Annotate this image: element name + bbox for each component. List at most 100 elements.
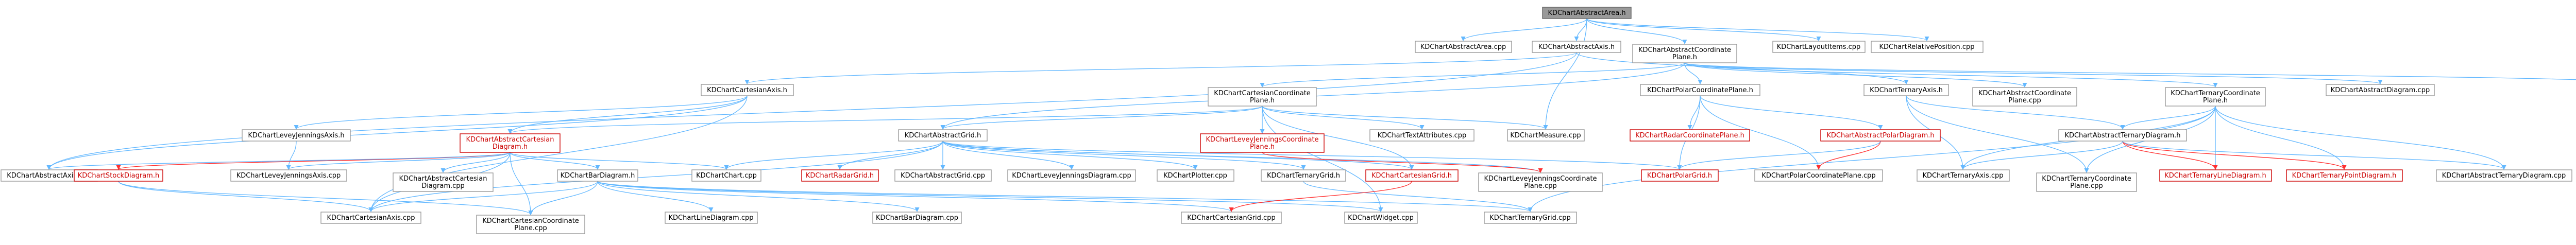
graph-edge-abscartdiagh-to-absaxiscpp [46, 152, 511, 170]
node-box [1007, 169, 1136, 182]
node-box [1344, 212, 1418, 224]
graph-node-leveydiagcpp[interactable]: KDChartLeveyJenningsDiagram.cpp [1007, 169, 1136, 182]
graph-node-relpos[interactable]: KDChartRelativePosition.cpp [1871, 41, 1984, 53]
graph-node-radarplane[interactable]: KDChartRadarCoordinatePlane.h [1630, 129, 1750, 142]
graph-edge-abspolarh-to-polargrid [1677, 141, 1881, 170]
graph-edge-root-to-layout [1586, 18, 1821, 41]
graph-edge-abscartdiagh-to-barh [510, 152, 600, 170]
node-label: KDChartPolarCoordinatePlane.cpp [1761, 172, 1875, 180]
graph-node-leveyaxiscpp[interactable]: KDChartLeveyJenningsAxis.cpp [230, 169, 347, 182]
graph-node-cartgridcpp[interactable]: KDChartCartesianGrid.cpp [1181, 212, 1282, 224]
node-label: KDChartPolarGrid.h [1647, 172, 1712, 180]
graph-edge-cartgridh-to-cartgridcpp [1229, 181, 1412, 212]
node-box [2436, 169, 2572, 182]
graph-edge-ternplaneh-to-absternh [2120, 106, 2216, 130]
graph-node-absgridcpp[interactable]: KDChartAbstractGrid.cpp [894, 169, 992, 182]
node-label: Plane.cpp [514, 224, 547, 232]
graph-node-absgridh[interactable]: KDChartAbstractGrid.h [898, 129, 988, 142]
graph-edge-barh-to-widget [597, 181, 1383, 212]
graph-node-linediagcpp[interactable]: KDChartLineDiagram.cpp [665, 212, 758, 224]
node-label: KDChartRelativePosition.cpp [1879, 43, 1974, 51]
graph-node-measure[interactable]: KDChartMeasure.cpp [1507, 129, 1585, 142]
graph-node-ternaxiscpp[interactable]: KDChartTernaryAxis.cpp [1917, 169, 2010, 182]
graph-node-layout[interactable]: KDChartLayoutItems.cpp [1772, 41, 1866, 53]
node-label: KDChartLayoutItems.cpp [1777, 43, 1861, 51]
node-label: KDChartCartesianGrid.h [1371, 172, 1452, 180]
node-box [1754, 169, 1883, 182]
graph-node-terngridcpp[interactable]: KDChartTernaryGrid.cpp [1484, 212, 1577, 224]
graph-node-absdiagcpp[interactable]: KDChartAbstractDiagram.cpp [2326, 84, 2435, 96]
node-label: KDChartLeveyJenningsDiagram.cpp [1012, 172, 1131, 180]
graph-node-cartaxish[interactable]: KDChartCartesianAxis.h [701, 84, 794, 96]
graph-edge-coordh-to-ternplaneh [1684, 62, 2218, 87]
node-label: KDChartCartesianCoordinate [1214, 90, 1311, 97]
graph-node-root[interactable]: KDChartAbstractArea.h [1542, 7, 1632, 19]
node-box [1478, 172, 1603, 192]
node-label: KDChartWidget.cpp [1348, 214, 1414, 222]
graph-node-cartgridh[interactable]: KDChartCartesianGrid.h [1365, 169, 1459, 182]
graph-edge-absgridh-to-radargrid [837, 141, 943, 170]
graph-node-abspolarh[interactable]: KDChartAbstractPolarDiagram.h [1820, 129, 1941, 142]
node-box [1208, 87, 1317, 107]
graph-node-terngridh[interactable]: KDChartTernaryGrid.h [1261, 169, 1346, 182]
graph-edge-polarcoordh-to-polarplanecpp [1700, 95, 1821, 170]
graph-node-areacpp[interactable]: KDChartAbstractArea.cpp [1415, 41, 1512, 53]
node-label: KDChartTernaryGrid.h [1267, 172, 1340, 180]
graph-node-radargrid[interactable]: KDChartRadarGrid.h [801, 169, 879, 182]
graph-node-plotter[interactable]: KDChartPlotter.cpp [1157, 169, 1234, 182]
graph-node-polarplanecpp[interactable]: KDChartPolarCoordinatePlane.cpp [1754, 169, 1883, 182]
graph-edge-cartcoordh-to-measure [1262, 106, 1548, 130]
node-box [1200, 133, 1325, 153]
graph-edge-root-to-relpos [1586, 18, 1929, 41]
graph-edge-cartcoordh-to-absgridh [940, 106, 1263, 130]
graph-node-cartaxiscpp[interactable]: KDChartCartesianAxis.cpp [320, 212, 421, 224]
graph-edge-coordh-to-paintctx [1684, 62, 2576, 80]
graph-node-stockh[interactable]: KDChartStockDiagram.h [74, 169, 163, 182]
graph-node-ternaxish[interactable]: KDChartTernaryAxis.h [1863, 84, 1949, 96]
graph-node-axish[interactable]: KDChartAbstractAxis.h [1532, 41, 1621, 53]
node-layer: KDChartAbstractArea.hKDChartAbstractArea… [1, 7, 2572, 234]
graph-node-absaxiscpp[interactable]: KDChartAbstractAxis.cpp [1, 169, 98, 182]
graph-node-widget[interactable]: KDChartWidget.cpp [1344, 212, 1418, 224]
node-label: Plane.cpp [2070, 182, 2103, 190]
graph-node-textattr[interactable]: KDChartTextAttributes.cpp [1369, 129, 1475, 142]
graph-edge-cartaxish-to-leveyaxish [294, 95, 748, 130]
node-label: KDChartTernaryCoordinate [2171, 90, 2260, 97]
node-label: KDChartAbstractCartesian [399, 175, 487, 183]
graph-edge-abspolarh-to-polarplanecpp [1816, 141, 1881, 170]
graph-node-ternpoint[interactable]: KDChartTernaryPointDiagram.h [2286, 169, 2403, 182]
graph-edge-polarcoordh-to-abspolarh [1700, 95, 1883, 130]
node-label: KDChartTernaryLineDiagram.h [2164, 172, 2266, 180]
graph-node-polargrid[interactable]: KDChartPolarGrid.h [1641, 169, 1719, 182]
graph-node-leveyaxish[interactable]: KDChartLeveyJenningsAxis.h [242, 129, 351, 142]
node-box [1871, 41, 1984, 53]
node-label: KDChartLeveyJenningsCoordinate [1206, 136, 1318, 144]
graph-node-ternline[interactable]: KDChartTernaryLineDiagram.h [2159, 169, 2272, 182]
node-box [1369, 129, 1475, 142]
node-box [2036, 172, 2137, 192]
node-label: KDChartAbstractGrid.cpp [901, 172, 985, 180]
graph-node-polarcoordh[interactable]: KDChartPolarCoordinatePlane.h [1640, 84, 1760, 96]
graph-node-absternh[interactable]: KDChartAbstractTernaryDiagram.h [2058, 129, 2187, 142]
graph-node-chartcpp[interactable]: KDChartChart.cpp [691, 169, 761, 182]
graph-edge-absgridh-to-polargrid [942, 141, 1682, 170]
graph-edge-absternh-to-ternline [2122, 141, 2218, 170]
graph-node-barh[interactable]: KDChartBarDiagram.h [557, 169, 638, 182]
graph-edge-coordh-to-polarcoordh [1684, 62, 1703, 84]
graph-node-bardiagcpp[interactable]: KDChartBarDiagram.cpp [872, 212, 962, 224]
node-label: KDChartTernaryAxis.cpp [1922, 172, 2003, 180]
node-label: KDChartLeveyJenningsCoordinate [1484, 175, 1597, 183]
graph-node-absterncpp[interactable]: KDChartAbstractTernaryDiagram.cpp [2436, 169, 2572, 182]
node-label: KDChartBarDiagram.h [561, 172, 635, 180]
